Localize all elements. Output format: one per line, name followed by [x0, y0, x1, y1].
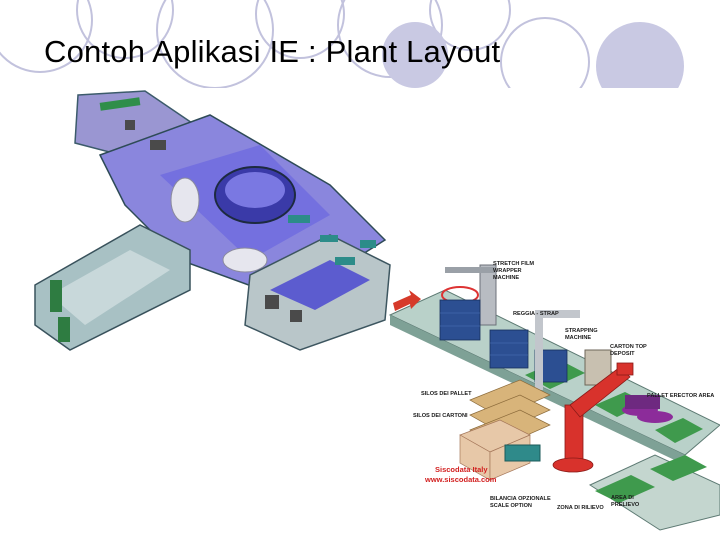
- svg-text:REGGIA - STRAP: REGGIA - STRAP: [513, 311, 559, 317]
- label-strap-machine: MACHINE: [565, 335, 591, 341]
- svg-text:MACHINE: MACHINE: [565, 335, 591, 341]
- svg-text:WRAPPER: WRAPPER: [493, 268, 522, 274]
- svg-text:www.siscodata.com: www.siscodata.com: [424, 475, 497, 484]
- svg-text:STRETCH FILM: STRETCH FILM: [493, 261, 534, 267]
- svg-text:DEPOSIT: DEPOSIT: [610, 351, 635, 357]
- label-silos-carton: SILOS DEI CARTONI: [413, 413, 468, 419]
- label-bilancia: BILANCIA OPZIONALE: [490, 496, 551, 502]
- brand-url: www.siscodata.com: [424, 475, 497, 484]
- label-reggia-strap: REGGIA - STRAP: [513, 311, 559, 317]
- svg-text:SILOS DEI CARTONI: SILOS DEI CARTONI: [413, 413, 468, 419]
- decorative-circles: [0, 0, 720, 110]
- svg-text:STRAPPING: STRAPPING: [565, 328, 598, 334]
- office-floor-plan-render: [34, 90, 391, 351]
- svg-text:AREA DI: AREA DI: [611, 495, 634, 501]
- svg-text:BILANCIA OPZIONALE: BILANCIA OPZIONALE: [490, 496, 551, 502]
- label-carton-top: CARTON TOP: [610, 344, 647, 350]
- svg-text:MACHINE: MACHINE: [493, 275, 519, 281]
- svg-text:CARTON TOP: CARTON TOP: [610, 344, 647, 350]
- label-scale-option: SCALE OPTION: [490, 503, 532, 509]
- svg-text:PALLET ERECTOR AREA: PALLET ERECTOR AREA: [647, 393, 714, 399]
- svg-text:ZONA DI RILIEVO: ZONA DI RILIEVO: [557, 505, 604, 511]
- label-deposit: DEPOSIT: [610, 351, 635, 357]
- label-stretch-film: STRETCH FILM: [493, 261, 534, 267]
- label-zona: ZONA DI RILIEVO: [557, 505, 604, 511]
- svg-text:SCALE OPTION: SCALE OPTION: [490, 503, 532, 509]
- packaging-line-render: STRETCH FILM WRAPPER MACHINE REGGIA - ST…: [388, 261, 720, 531]
- label-strapping: STRAPPING: [565, 328, 598, 334]
- slide-title: Contoh Aplikasi IE : Plant Layout: [44, 34, 501, 69]
- svg-text:SILOS DEI PALLET: SILOS DEI PALLET: [421, 391, 472, 397]
- label-silos-pallet: SILOS DEI PALLET: [421, 391, 472, 397]
- svg-text:PRELIEVO: PRELIEVO: [611, 502, 640, 508]
- svg-text:Siscodata Italy: Siscodata Italy: [435, 465, 488, 474]
- label-wrapper: WRAPPER: [493, 268, 522, 274]
- label-area: AREA DI: [611, 495, 634, 501]
- label-pallet-erector: PALLET ERECTOR AREA: [647, 393, 714, 399]
- brand-name: Siscodata Italy: [435, 465, 488, 474]
- label-prelievo: PRELIEVO: [611, 502, 640, 508]
- label-machine: MACHINE: [493, 275, 519, 281]
